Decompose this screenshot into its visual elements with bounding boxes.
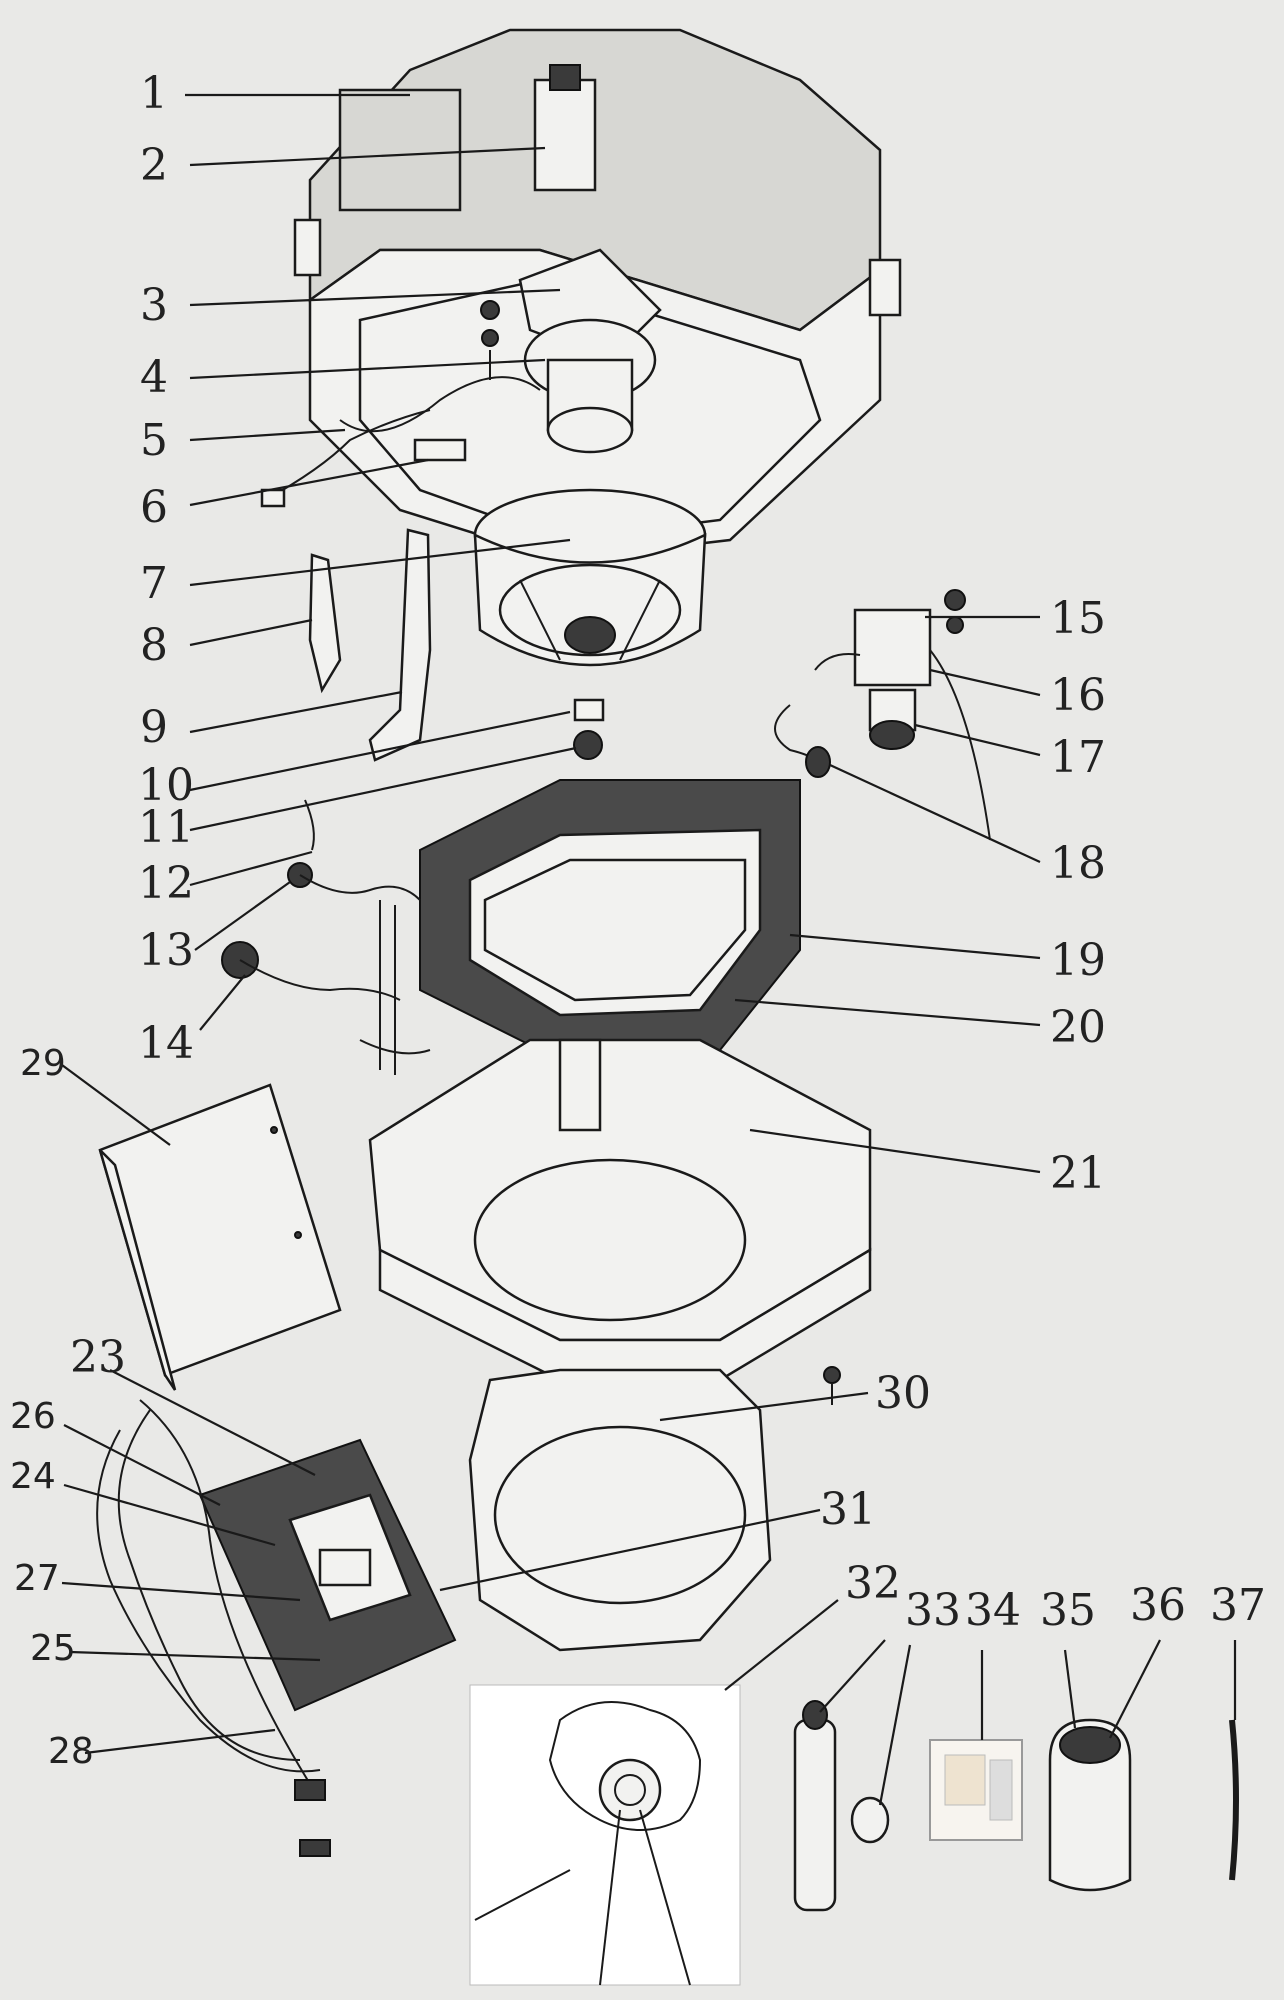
label-part-30: 30 xyxy=(875,1368,931,1419)
base-frame xyxy=(368,1038,872,1382)
label-part-16: 16 xyxy=(1050,670,1106,721)
grille-ring xyxy=(468,1366,841,1652)
pipe-connectors xyxy=(221,862,431,1075)
label-part-7: 7 xyxy=(140,558,168,609)
label-part-1: 1 xyxy=(140,68,168,119)
label-part-21: 21 xyxy=(1050,1148,1106,1199)
label-part-11: 11 xyxy=(138,802,194,853)
bracket-9 xyxy=(368,528,432,762)
label-part-15: 15 xyxy=(1050,593,1106,644)
label-part-28: 28 xyxy=(48,1731,94,1772)
fan-wheel xyxy=(473,488,707,667)
label-part-23: 23 xyxy=(70,1332,126,1383)
label-part-12: 12 xyxy=(138,858,194,909)
label-part-13: 13 xyxy=(138,925,194,976)
label-part-31: 31 xyxy=(820,1484,876,1535)
label-part-35: 35 xyxy=(1040,1585,1096,1636)
insulation-tube xyxy=(793,1700,890,1912)
label-part-3: 3 xyxy=(140,280,168,331)
part-labels: 1 2 3 4 5 6 7 8 9 10 11 12 13 14 15 16 1… xyxy=(10,68,1266,1772)
small-fasteners xyxy=(304,698,605,851)
leader-lines xyxy=(61,93,1237,1806)
control-board xyxy=(96,1399,457,1857)
fan-motor xyxy=(260,248,662,508)
controller-unit xyxy=(929,1739,1023,1841)
label-part-32: 32 xyxy=(845,1558,901,1609)
label-part-36: 36 xyxy=(1130,1580,1186,1631)
label-part-27: 27 xyxy=(14,1558,60,1599)
brackets xyxy=(308,528,432,762)
label-part-2: 2 xyxy=(140,140,168,191)
cover-plate xyxy=(98,1083,342,1391)
label-part-37: 37 xyxy=(1210,1580,1266,1631)
housing-panel xyxy=(338,88,462,212)
label-part-24: 24 xyxy=(10,1456,56,1497)
tape-rolls xyxy=(1048,1718,1132,1892)
label-part-25: 25 xyxy=(30,1628,76,1669)
inset-detail xyxy=(469,1684,741,1986)
valve-assembly xyxy=(774,589,991,841)
label-part-14: 14 xyxy=(138,1018,194,1069)
label-part-34: 34 xyxy=(965,1585,1021,1636)
label-part-19: 19 xyxy=(1050,935,1106,986)
label-part-4: 4 xyxy=(140,352,168,403)
label-part-8: 8 xyxy=(140,620,168,671)
mount-bracket xyxy=(533,78,597,192)
label-part-18: 18 xyxy=(1050,838,1106,889)
bracket-8 xyxy=(308,553,342,694)
label-part-6: 6 xyxy=(140,482,168,533)
heat-exchanger-coil xyxy=(419,779,801,1062)
label-part-33: 33 xyxy=(905,1585,961,1636)
label-part-17: 17 xyxy=(1050,732,1106,783)
label-part-10: 10 xyxy=(138,760,194,811)
label-part-26: 26 xyxy=(10,1396,56,1437)
label-part-20: 20 xyxy=(1050,1002,1106,1053)
label-part-5: 5 xyxy=(140,415,168,466)
label-part-9: 9 xyxy=(140,702,168,753)
control-box-6 xyxy=(413,438,467,462)
strap xyxy=(1229,1719,1239,1881)
label-part-29: 29 xyxy=(20,1043,66,1084)
